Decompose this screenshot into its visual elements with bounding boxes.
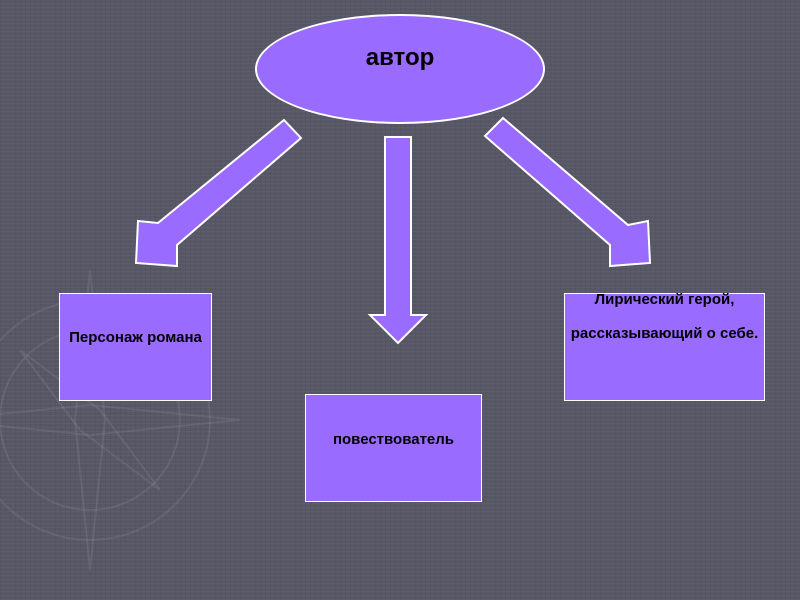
- lyrical-hero-label-line1: Лирический герой,: [594, 291, 735, 308]
- narrator-node: повествователь: [305, 394, 482, 502]
- lyrical-hero-label-line2: рассказывающий о себе.: [570, 325, 759, 342]
- narrator-label: повествователь: [332, 431, 455, 448]
- arrow-to-left: [134, 118, 303, 268]
- character-node: Персонаж романа: [59, 293, 212, 401]
- author-node: автор: [255, 14, 545, 124]
- character-label: Персонаж романа: [69, 329, 202, 346]
- arrow-to-right: [483, 116, 652, 268]
- author-label: автор: [365, 44, 435, 71]
- lyrical-hero-node: Лирический герой, рассказывающий о себе.: [564, 291, 765, 401]
- arrow-to-middle: [367, 136, 429, 345]
